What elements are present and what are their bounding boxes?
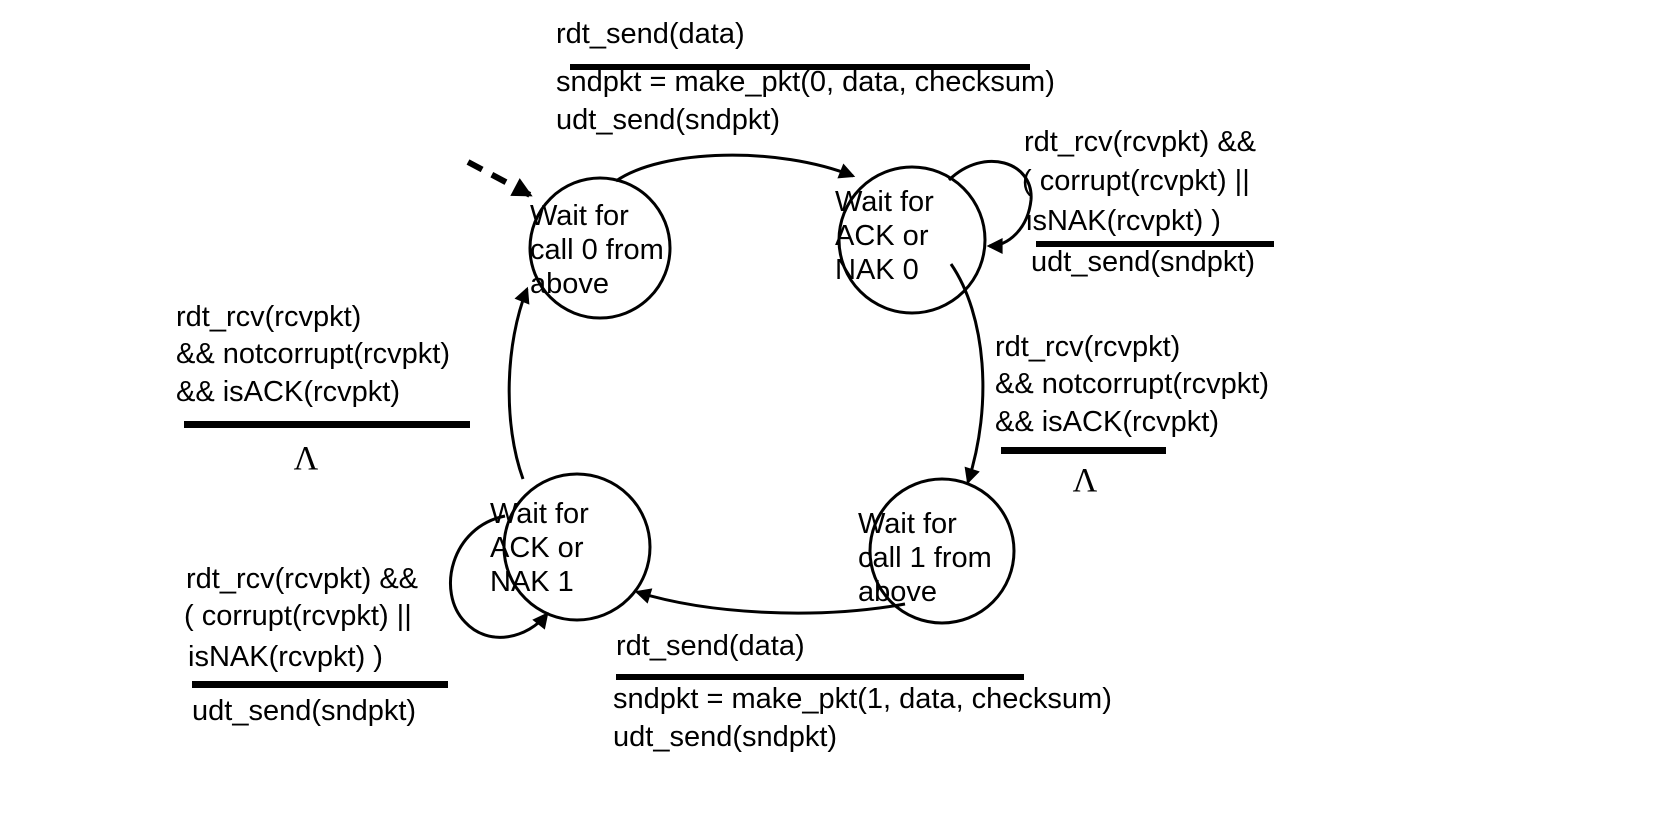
- resend0-event-line2: ( corrupt(rcvpkt) ||: [1022, 165, 1250, 197]
- state-line: NAK 0: [835, 254, 919, 286]
- send0-event: rdt_send(data): [556, 18, 745, 50]
- state-line: above: [530, 268, 610, 300]
- resend1-event-line3: isNAK(rcvpkt) ): [188, 641, 383, 673]
- state-line: call 1 from: [858, 542, 992, 574]
- state-wait-call-0-label: Wait for call 0 from above: [530, 199, 664, 301]
- state-line: Wait for: [490, 498, 589, 530]
- send0-action1: sndpkt = make_pkt(0, data, checksum): [556, 66, 1055, 98]
- send1-action1: sndpkt = make_pkt(1, data, checksum): [613, 683, 1112, 715]
- transition-ack0-arc: [949, 263, 985, 485]
- state-line: Wait for: [858, 508, 957, 540]
- state-wait-ack-0-label: Wait for ACK or NAK 0: [835, 185, 934, 287]
- state-line: above: [858, 576, 938, 608]
- ack0-event-line2: && notcorrupt(rcvpkt): [995, 368, 1269, 400]
- send1-rule: [616, 674, 1024, 680]
- state-line: ACK or: [835, 220, 929, 252]
- resend0-event-line3: isNAK(rcvpkt) ): [1026, 205, 1221, 237]
- resend0-event-line1: rdt_rcv(rcvpkt) &&: [1024, 126, 1257, 158]
- transition-resend0-loop: [947, 160, 1033, 254]
- transition-ack1-arc: [507, 286, 530, 480]
- send1-action2: udt_send(sndpkt): [613, 721, 838, 753]
- state-line: call 0 from: [530, 234, 664, 266]
- state-line: Wait for: [835, 186, 934, 218]
- resend0-action: udt_send(sndpkt): [1031, 246, 1256, 278]
- initial-state-arrow: [466, 159, 533, 198]
- state-wait-ack-1-circle: [502, 472, 652, 622]
- state-wait-call-1-label: Wait for call 1 from above: [858, 507, 992, 609]
- state-line: Wait for: [530, 200, 629, 232]
- state-wait-call-0-circle: [528, 176, 672, 320]
- state-wait-call-1-circle: [868, 477, 1016, 625]
- resend1-action: udt_send(sndpkt): [192, 695, 417, 727]
- state-line: NAK 1: [490, 566, 574, 598]
- resend1-event-line2: ( corrupt(rcvpkt) ||: [184, 600, 412, 632]
- ack1-event-line3: && isACK(rcvpkt): [176, 376, 400, 408]
- transition-send0-arc: [615, 153, 856, 183]
- send0-action2: udt_send(sndpkt): [556, 104, 781, 136]
- ack0-lambda: Λ: [1072, 462, 1098, 499]
- ack1-rule: [184, 421, 470, 428]
- state-line: ACK or: [490, 532, 584, 564]
- ack0-event-line1: rdt_rcv(rcvpkt): [995, 331, 1181, 363]
- send0-rule: [570, 64, 1030, 70]
- ack1-lambda: Λ: [293, 440, 319, 477]
- resend1-event-line1: rdt_rcv(rcvpkt) &&: [186, 563, 419, 595]
- transition-send1-arc: [634, 588, 906, 615]
- ack0-rule: [1001, 447, 1166, 454]
- transition-resend1-loop: [449, 514, 549, 639]
- resend0-rule: [1036, 241, 1274, 247]
- ack0-event-line3: && isACK(rcvpkt): [995, 406, 1219, 438]
- resend1-rule: [192, 681, 448, 688]
- ack1-event-line2: && notcorrupt(rcvpkt): [176, 338, 450, 370]
- state-wait-ack-0-circle: [837, 165, 987, 315]
- state-wait-ack-1-label: Wait for ACK or NAK 1: [490, 497, 589, 599]
- send1-event: rdt_send(data): [616, 630, 805, 662]
- ack1-event-line1: rdt_rcv(rcvpkt): [176, 301, 362, 333]
